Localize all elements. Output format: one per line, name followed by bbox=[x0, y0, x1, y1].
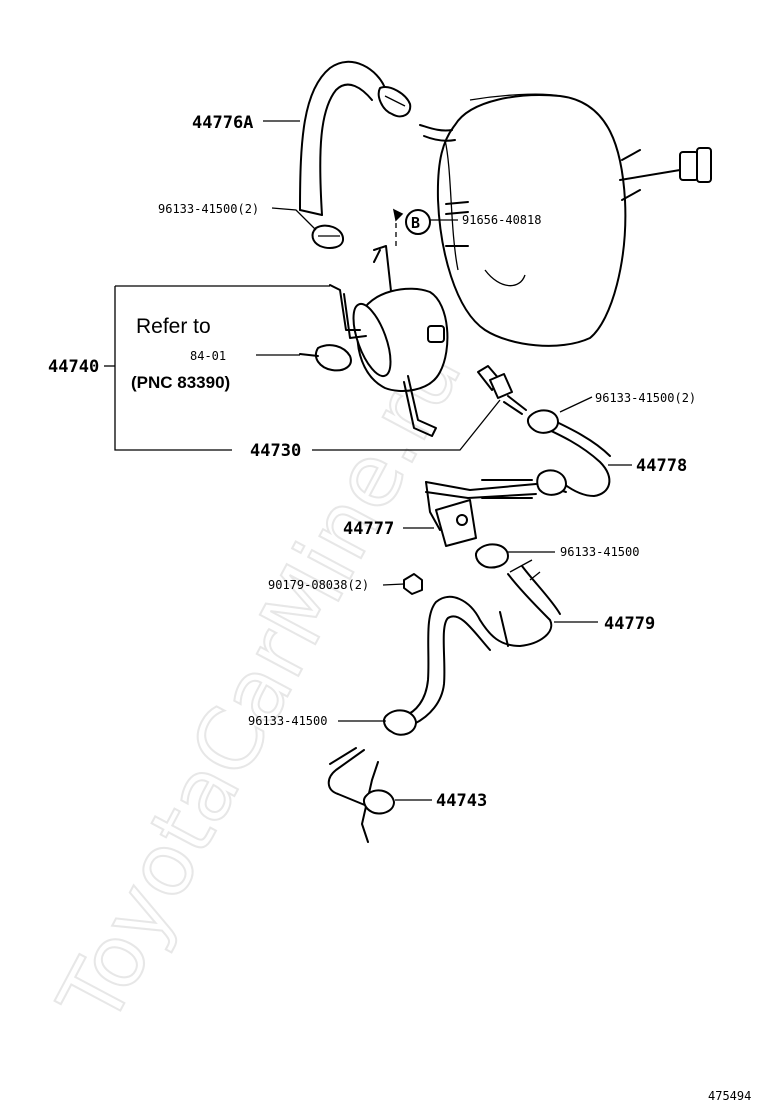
label-clamp-upper: 96133-41500(2) bbox=[158, 202, 259, 216]
check-valve-44730 bbox=[477, 365, 527, 415]
label-refer-pnc: (PNC 83390) bbox=[131, 373, 230, 392]
clamp-mid bbox=[475, 543, 509, 569]
clamp-lower bbox=[383, 709, 417, 736]
clamp-right-upper bbox=[526, 409, 559, 434]
hose-44776a bbox=[299, 60, 386, 216]
label-clamp-right: 96133-41500(2) bbox=[595, 391, 696, 405]
label-44777: 44777 bbox=[343, 519, 394, 539]
bracket-44777 bbox=[425, 479, 537, 547]
bolt-b-marker: B bbox=[392, 208, 431, 250]
label-44779: 44779 bbox=[604, 614, 655, 634]
label-44740: 44740 bbox=[48, 357, 99, 377]
nut bbox=[403, 573, 423, 595]
label-44778: 44778 bbox=[636, 456, 687, 476]
union-44743 bbox=[327, 747, 395, 843]
label-44776a: 44776A bbox=[192, 113, 253, 133]
watermark: ToyotaCarMine.ru bbox=[40, 330, 481, 1041]
vacuum-canister bbox=[299, 245, 449, 437]
leader-lines bbox=[104, 120, 632, 801]
label-clamp-mid: 96133-41500 bbox=[560, 545, 639, 559]
label-44743: 44743 bbox=[436, 791, 487, 811]
brake-booster bbox=[419, 93, 712, 347]
label-44730: 44730 bbox=[250, 441, 301, 461]
clamp-right-lower bbox=[536, 469, 567, 496]
label-nut: 90179-08038(2) bbox=[268, 578, 369, 592]
hose-44779 bbox=[403, 559, 561, 725]
clamp-upper-top bbox=[377, 86, 412, 118]
label-refer-page: 84-01 bbox=[190, 349, 226, 363]
label-refer-to: Refer to bbox=[136, 315, 211, 338]
clamp-upper-bottom bbox=[311, 224, 344, 249]
image-number: 475494 bbox=[708, 1089, 751, 1103]
bolt-marker-letter: B bbox=[411, 214, 420, 232]
label-bolt-b: 91656-40818 bbox=[462, 213, 541, 227]
label-clamp-lower: 96133-41500 bbox=[248, 714, 327, 728]
